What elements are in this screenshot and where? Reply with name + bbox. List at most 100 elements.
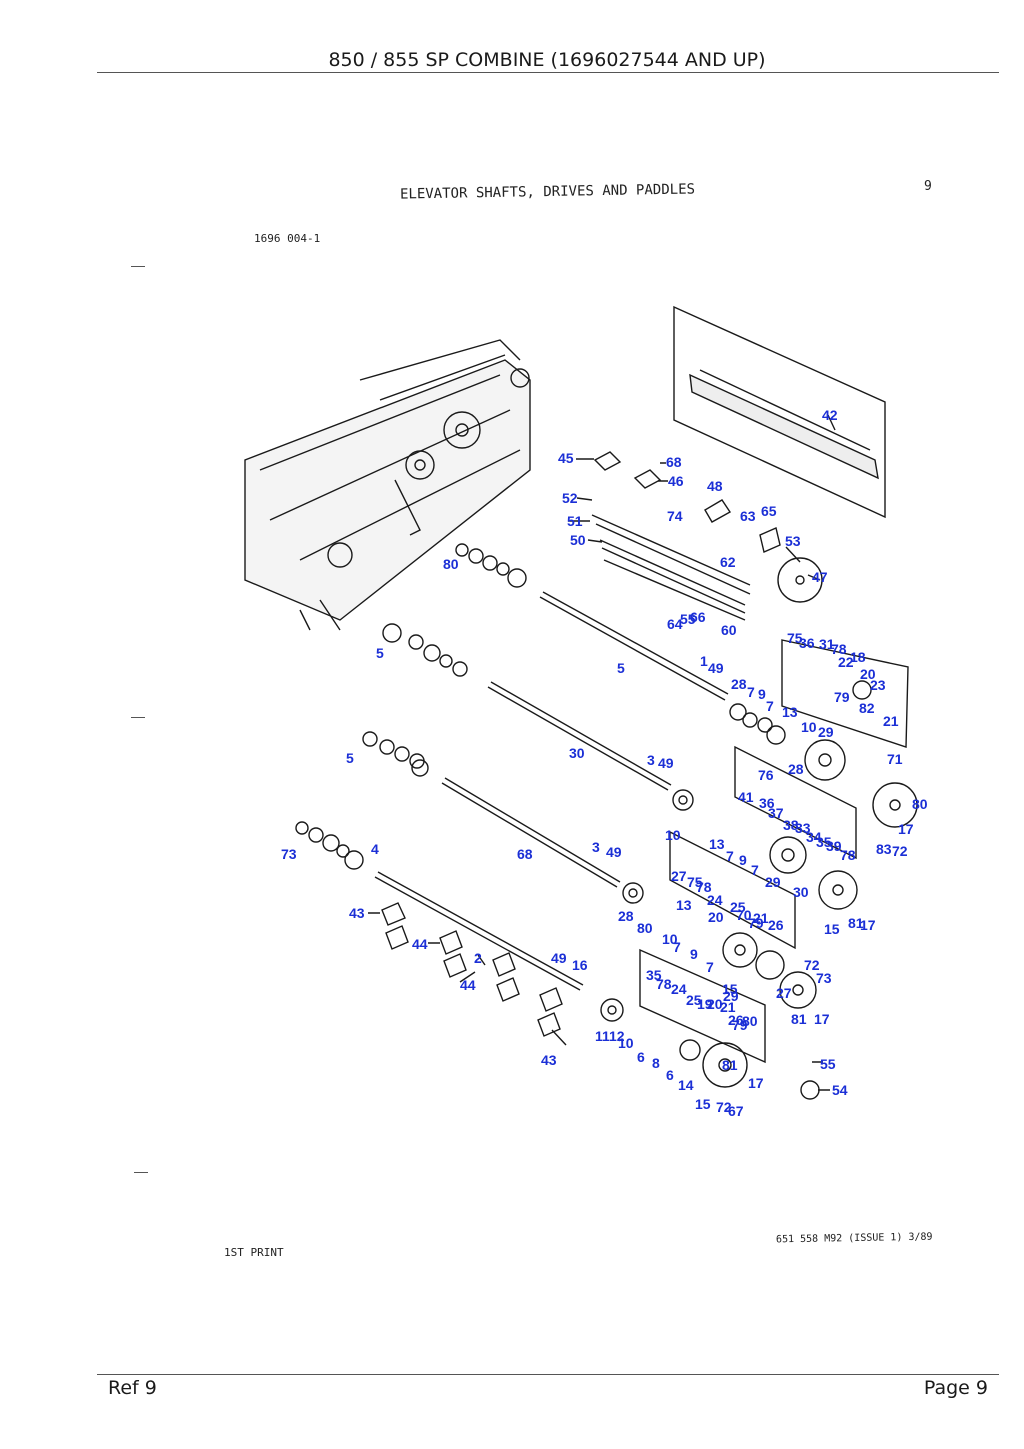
part-callout-75: 75 xyxy=(787,630,803,646)
part-callout-7: 7 xyxy=(726,848,734,864)
part-callout-79: 79 xyxy=(748,915,764,931)
part-callout-7: 7 xyxy=(673,939,681,955)
part-callout-63: 63 xyxy=(740,508,756,524)
part-callout-71: 71 xyxy=(887,751,903,767)
part-callout-49: 49 xyxy=(658,755,674,771)
part-callout-81: 81 xyxy=(722,1057,738,1073)
part-callout-66: 66 xyxy=(690,609,706,625)
part-callout-17: 17 xyxy=(814,1011,830,1027)
part-callout-18: 18 xyxy=(850,649,866,665)
part-callout-47: 47 xyxy=(812,569,828,585)
part-callout-83: 83 xyxy=(876,841,892,857)
part-callout-7: 7 xyxy=(751,862,759,878)
part-callout-75: 75 xyxy=(687,874,703,890)
part-callout-5: 5 xyxy=(376,645,384,661)
part-callout-79: 79 xyxy=(732,1017,748,1033)
part-callout-50: 50 xyxy=(570,532,586,548)
part-callout-26: 26 xyxy=(768,917,784,933)
part-callout-30: 30 xyxy=(569,745,585,761)
part-callout-78: 78 xyxy=(831,641,847,657)
footer-rule xyxy=(97,1374,999,1375)
part-callout-46: 46 xyxy=(668,473,684,489)
part-callout-15: 15 xyxy=(824,921,840,937)
part-callout-9: 9 xyxy=(758,686,766,702)
part-callout-79: 79 xyxy=(834,689,850,705)
part-callout-13: 13 xyxy=(782,704,798,720)
part-callout-17: 17 xyxy=(860,917,876,933)
part-callout-25: 25 xyxy=(730,899,746,915)
part-callout-74: 74 xyxy=(667,508,683,524)
part-callout-41: 41 xyxy=(738,789,754,805)
part-callout-28: 28 xyxy=(731,676,747,692)
part-callout-33: 33 xyxy=(795,820,811,836)
part-callout-65: 65 xyxy=(761,503,777,519)
part-callout-72: 72 xyxy=(804,957,820,973)
part-callout-15: 15 xyxy=(722,981,738,997)
part-callout-53: 53 xyxy=(785,533,801,549)
part-callout-42: 42 xyxy=(822,407,838,423)
header-rule xyxy=(97,72,999,73)
part-callout-12: 12 xyxy=(609,1028,625,1044)
part-callout-21: 21 xyxy=(753,910,769,926)
part-callout-78: 78 xyxy=(696,879,712,895)
line-art xyxy=(244,305,918,1100)
part-callout-17: 17 xyxy=(748,1075,764,1091)
part-callout-5: 5 xyxy=(617,660,625,676)
part-callout-10: 10 xyxy=(662,931,678,947)
part-callout-26: 26 xyxy=(728,1012,744,1028)
part-callout-13: 13 xyxy=(709,836,725,852)
part-callout-7: 7 xyxy=(747,684,755,700)
part-callout-49: 49 xyxy=(606,844,622,860)
part-callout-82: 82 xyxy=(859,700,875,716)
part-callout-49: 49 xyxy=(708,660,724,676)
part-callout-21: 21 xyxy=(720,999,736,1015)
part-callout-20: 20 xyxy=(860,666,876,682)
part-callout-31: 31 xyxy=(819,636,835,652)
part-callout-24: 24 xyxy=(671,981,687,997)
part-callout-27: 27 xyxy=(776,985,792,1001)
part-callout-28: 28 xyxy=(618,908,634,924)
part-callout-44: 44 xyxy=(460,977,476,993)
part-callout-3: 3 xyxy=(592,839,600,855)
part-callout-9: 9 xyxy=(739,852,747,868)
part-callout-29: 29 xyxy=(765,874,781,890)
part-callout-7: 7 xyxy=(766,698,774,714)
part-callout-54: 54 xyxy=(832,1082,848,1098)
part-callout-45: 45 xyxy=(558,450,574,466)
part-callout-73: 73 xyxy=(281,846,297,862)
part-callout-73: 73 xyxy=(816,970,832,986)
footer-ref: Ref 9 xyxy=(108,1377,157,1399)
part-callout-6: 6 xyxy=(637,1049,645,1065)
part-callout-4: 4 xyxy=(371,841,379,857)
part-callout-55: 55 xyxy=(820,1056,836,1072)
part-callout-35: 35 xyxy=(646,967,662,983)
part-callout-7: 7 xyxy=(706,959,714,975)
part-callout-29: 29 xyxy=(818,724,834,740)
part-callout-48: 48 xyxy=(707,478,723,494)
part-callout-10: 10 xyxy=(801,719,817,735)
part-callout-17: 17 xyxy=(898,821,914,837)
part-callout-52: 52 xyxy=(562,490,578,506)
part-callout-11: 11 xyxy=(595,1028,610,1044)
part-callout-67: 67 xyxy=(728,1103,744,1119)
part-callout-20: 20 xyxy=(707,996,723,1012)
part-callout-16: 16 xyxy=(572,957,588,973)
part-callout-55: 55 xyxy=(680,611,696,627)
part-callout-29: 29 xyxy=(723,988,739,1004)
part-callout-6: 6 xyxy=(666,1067,674,1083)
part-callout-80: 80 xyxy=(912,796,928,812)
part-callout-19: 19 xyxy=(697,996,713,1012)
part-callout-76: 76 xyxy=(758,767,774,783)
part-callout-39: 39 xyxy=(826,838,842,854)
part-callout-23: 23 xyxy=(870,677,886,693)
part-callout-30: 30 xyxy=(793,884,809,900)
part-callout-10: 10 xyxy=(665,827,681,843)
part-callout-80: 80 xyxy=(742,1013,758,1029)
part-callout-13: 13 xyxy=(676,897,692,913)
margin-tick xyxy=(134,1172,148,1173)
part-callout-34: 34 xyxy=(806,829,822,845)
part-callout-22: 22 xyxy=(838,654,854,670)
part-callout-14: 14 xyxy=(678,1077,694,1093)
